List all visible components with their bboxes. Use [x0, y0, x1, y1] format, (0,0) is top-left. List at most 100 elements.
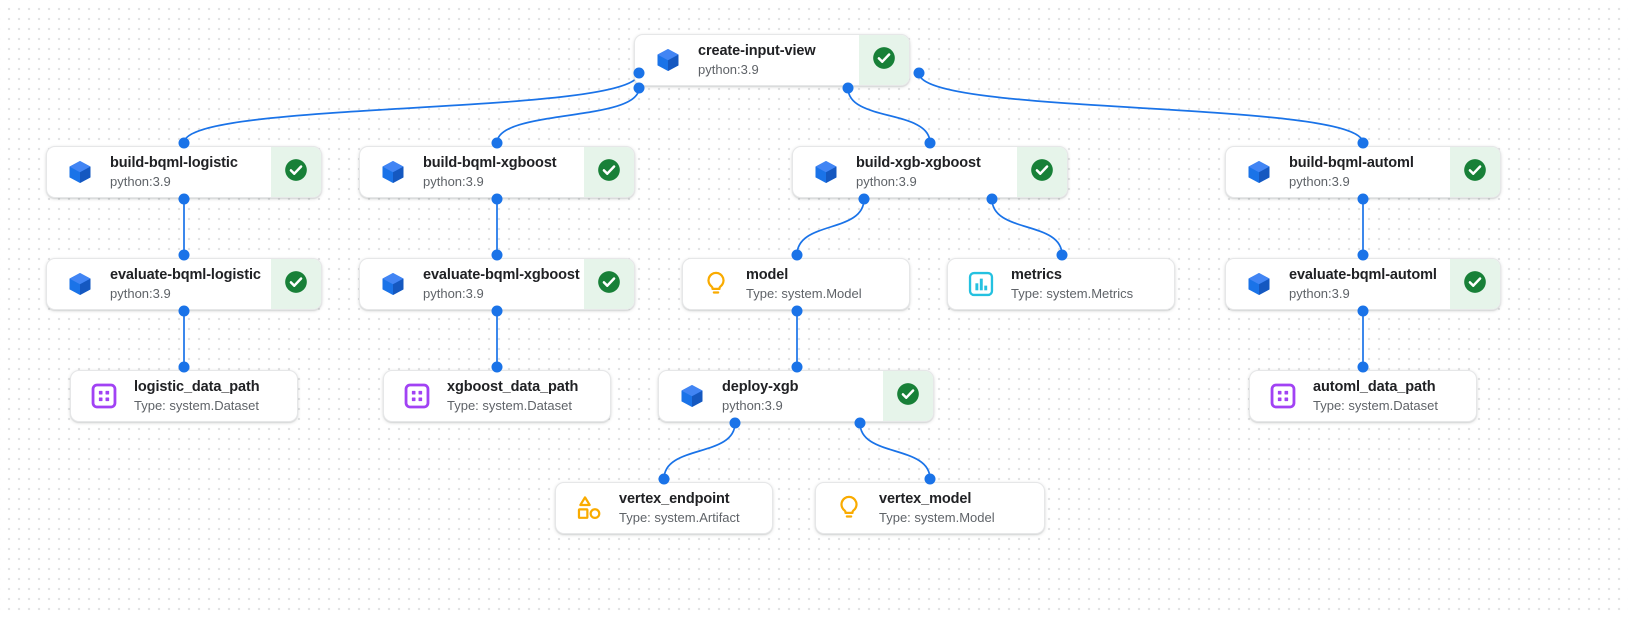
dag-edge-deploy-xgb-to-vertex_endpoint [663, 422, 736, 480]
edge-target-dot [1357, 249, 1369, 261]
node-subtitle: Type: system.Dataset [134, 398, 259, 413]
edge-target-dot [491, 137, 503, 149]
edge-target-dot [791, 249, 803, 261]
node-title: build-bqml-logistic [110, 155, 238, 171]
check-circle-icon [1462, 269, 1488, 300]
node-title: xgboost_data_path [447, 379, 579, 395]
node-title: automl_data_path [1313, 379, 1436, 395]
node-title: vertex_model [879, 491, 972, 507]
dag-edge-deploy-xgb-to-vertex_model [859, 422, 931, 480]
check-circle-icon [895, 381, 921, 412]
check-circle-icon [871, 45, 897, 76]
edge-target-dot [491, 249, 503, 261]
cube-icon [653, 45, 683, 75]
dataset-grid-icon [89, 381, 119, 411]
node-title: deploy-xgb [722, 379, 799, 395]
status-badge [584, 259, 634, 309]
node-text: create-input-view python:3.9 [698, 42, 816, 78]
node-body: create-input-view python:3.9 [635, 35, 859, 85]
check-circle-icon [596, 157, 622, 188]
node-title: build-bqml-automl [1289, 155, 1414, 171]
node-subtitle: python:3.9 [110, 286, 171, 301]
dag-edge-build-xgb-xgboost-to-metrics [991, 198, 1063, 256]
node-subtitle: python:3.9 [698, 62, 759, 77]
status-badge [1017, 147, 1067, 197]
lightbulb-icon [701, 269, 731, 299]
node-title: build-xgb-xgboost [856, 155, 981, 171]
edge-source-dot [491, 193, 503, 205]
check-circle-icon [283, 269, 309, 300]
node-subtitle: Type: system.Dataset [1313, 398, 1438, 413]
dag-node-build-xgb-xgboost[interactable]: build-xgb-xgboost python:3.9 [792, 146, 1068, 198]
edge-target-dot [924, 137, 936, 149]
check-circle-icon [283, 157, 309, 188]
edge-source-dot [633, 82, 645, 94]
edge-target-dot [924, 473, 936, 485]
node-title: create-input-view [698, 43, 816, 59]
edge-source-dot [1357, 193, 1369, 205]
node-title: evaluate-bqml-automl [1289, 267, 1437, 283]
node-title: model [746, 267, 789, 283]
edge-target-dot [178, 361, 190, 373]
edge-target-dot [1357, 137, 1369, 149]
edge-source-dot [842, 82, 854, 94]
edge-source-dot [913, 67, 925, 79]
edge-source-dot [986, 193, 998, 205]
bar-chart-icon [966, 269, 996, 299]
status-badge [271, 259, 321, 309]
node-subtitle: python:3.9 [856, 174, 917, 189]
lightbulb-icon [834, 493, 864, 523]
cube-icon [65, 269, 95, 299]
dag-node-create-input-view[interactable]: create-input-view python:3.9 [634, 34, 910, 86]
edge-source-dot [791, 305, 803, 317]
cube-icon [677, 381, 707, 411]
node-subtitle: Type: system.Metrics [1011, 286, 1134, 301]
cube-icon [378, 269, 408, 299]
node-title: build-bqml-xgboost [423, 155, 557, 171]
edge-source-dot [178, 305, 190, 317]
edge-target-dot [1056, 249, 1068, 261]
dag-edge-create-input-view-to-build-bqml-logistic [183, 72, 640, 144]
edge-source-dot [633, 67, 645, 79]
check-circle-icon [1029, 157, 1055, 188]
edge-target-dot [178, 249, 190, 261]
node-title: evaluate-bqml-xgboost [423, 267, 580, 283]
node-text: build-xgb-xgboost python:3.9 [856, 154, 981, 190]
check-circle-icon [596, 269, 622, 300]
status-badge [1450, 259, 1500, 309]
